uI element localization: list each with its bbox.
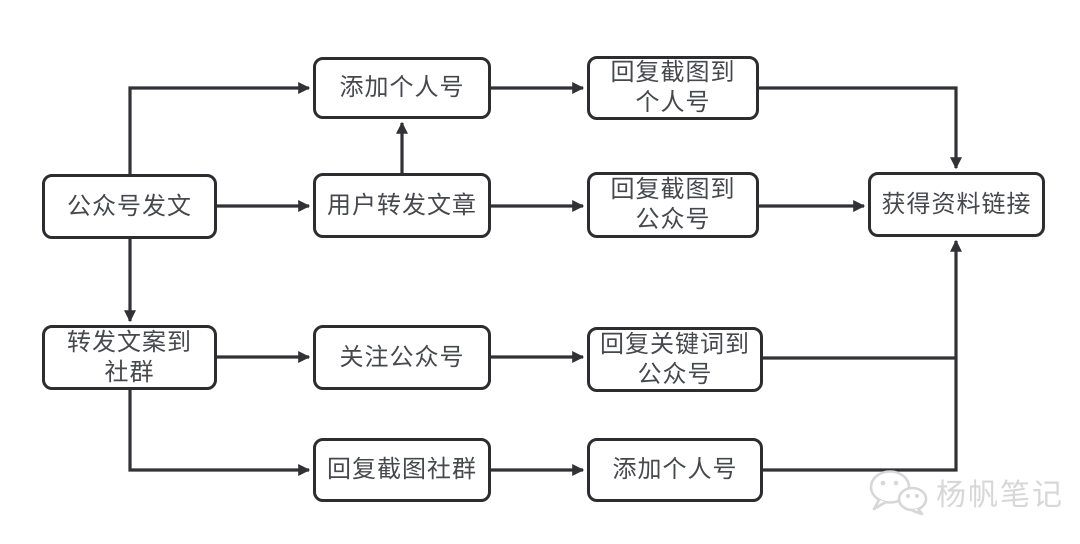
node-reply-screenshot-group: 回复截图社群 — [313, 438, 491, 502]
node-add-personal-top: 添加个人号 — [313, 57, 491, 119]
node-user-forward: 用户转发文章 — [313, 173, 491, 238]
node-get-link: 获得资料链接 — [868, 172, 1045, 237]
wechat-icon — [869, 470, 928, 516]
node-reply-screenshot-personal: 回复截图到个人号 — [587, 56, 759, 120]
node-forward-group: 转发文案到社群 — [42, 325, 217, 390]
node-add-personal-bottom: 添加个人号 — [587, 438, 763, 502]
node-follow-official: 关注公众号 — [313, 325, 491, 390]
node-publish: 公众号发文 — [42, 174, 217, 239]
node-reply-keyword: 回复关键词到公众号 — [587, 327, 763, 392]
watermark-text: 杨帆笔记 — [936, 479, 1064, 512]
node-reply-screenshot-official: 回复截图到公众号 — [587, 172, 759, 238]
watermark: 杨帆笔记 — [866, 468, 1064, 516]
